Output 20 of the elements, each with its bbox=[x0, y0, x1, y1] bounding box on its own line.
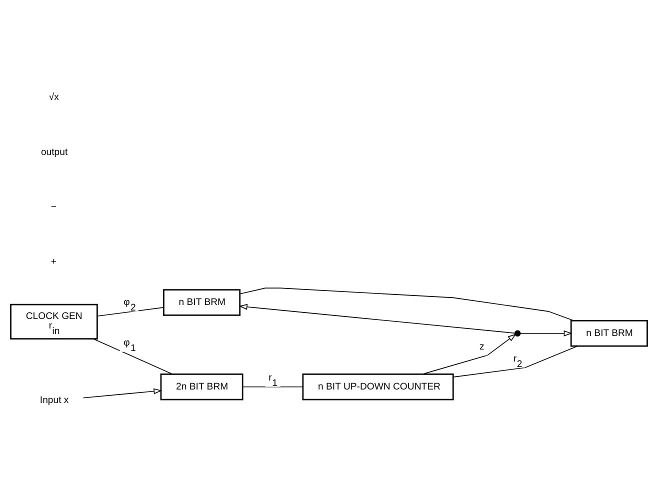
arrow bbox=[422, 333, 516, 374]
connector bbox=[96, 306, 164, 316]
node-box: n BIT BRM bbox=[570, 319, 648, 346]
edge-label: z bbox=[480, 341, 484, 352]
arrow bbox=[238, 303, 516, 334]
connector bbox=[452, 345, 578, 377]
label: − bbox=[50, 201, 57, 212]
arrow bbox=[520, 330, 572, 336]
arrow bbox=[82, 388, 162, 398]
node-box: n BIT UP-DOWN COUNTER bbox=[302, 372, 454, 400]
connector bbox=[242, 386, 304, 387]
node-box: 2n BIT BRM bbox=[160, 372, 244, 400]
label: + bbox=[50, 256, 57, 268]
node-circle bbox=[514, 330, 521, 336]
label: √x bbox=[48, 91, 59, 102]
node-box: n BIT BRM bbox=[163, 288, 241, 316]
node-text: Input x bbox=[40, 394, 69, 406]
label: output bbox=[40, 146, 68, 158]
connector bbox=[92, 338, 173, 374]
connector bbox=[239, 287, 574, 321]
